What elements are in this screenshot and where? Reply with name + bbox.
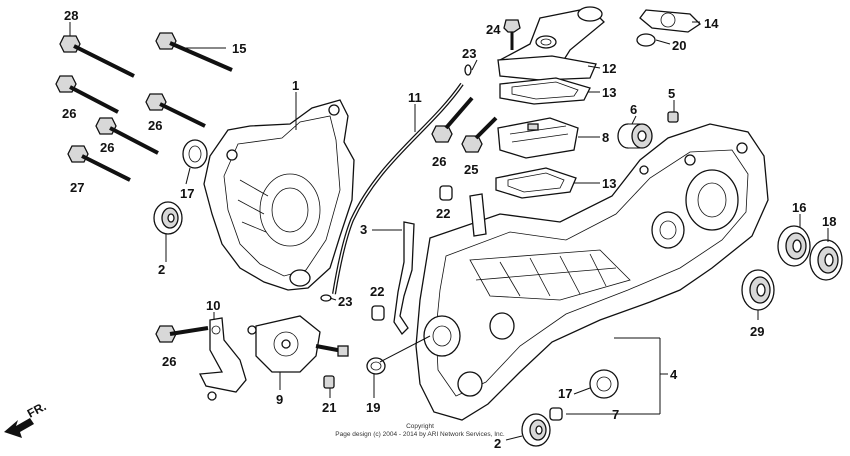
callout-10: 10 (206, 298, 220, 313)
callout-28: 28 (64, 8, 78, 23)
clip-23-lower[interactable] (320, 294, 332, 302)
callout-15: 15 (232, 41, 246, 56)
front-direction-arrow: FR. (4, 399, 48, 438)
callout-9: 9 (276, 392, 283, 407)
callout-13: 13 (602, 176, 616, 191)
gasket-3[interactable] (393, 221, 415, 336)
oil-pump-9[interactable] (247, 315, 349, 373)
callout-5: 5 (668, 86, 675, 101)
callout-27: 27 (70, 180, 84, 195)
bracket-10[interactable] (198, 317, 247, 401)
front-arrow-icon (4, 418, 34, 438)
copyright-notice: Copyright Page design (c) 2004 - 2014 by… (335, 423, 505, 438)
plug-5[interactable] (667, 111, 679, 123)
callout-23: 23 (462, 46, 476, 61)
callout-18: 18 (822, 214, 836, 229)
bearing-6[interactable] (617, 123, 653, 149)
callout-2: 2 (158, 262, 165, 277)
bearing-18[interactable] (809, 239, 843, 281)
bearing-2-left[interactable] (153, 201, 183, 235)
callout-23: 23 (338, 294, 352, 309)
gasket-14[interactable] (639, 9, 702, 33)
callout-22: 22 (370, 284, 384, 299)
bolt-26-e[interactable] (155, 325, 209, 343)
intake-manifold-12[interactable] (497, 6, 605, 81)
reed-valve-8[interactable] (497, 117, 579, 159)
gasket-13-lower[interactable] (495, 167, 577, 199)
o-ring-20[interactable] (636, 33, 656, 47)
callout-26: 26 (100, 140, 114, 155)
bolt-26-c[interactable] (95, 117, 159, 155)
callout-26: 26 (162, 354, 176, 369)
callout-17: 17 (180, 186, 194, 201)
gasket-13-upper[interactable] (499, 77, 591, 105)
callout-20: 20 (672, 38, 686, 53)
copyright-line-1: Copyright (406, 423, 434, 430)
callout-2: 2 (494, 436, 501, 451)
callout-26: 26 (432, 154, 446, 169)
right-crankcase-half-4[interactable] (415, 123, 769, 421)
callout-labels: 28 15 26 26 26 27 17 2 1 11 23 24 14 20 … (62, 8, 836, 451)
callout-14: 14 (704, 16, 719, 31)
bearing-2-right[interactable] (521, 413, 551, 447)
dowel-22-lower[interactable] (371, 305, 385, 321)
bolt-26-b[interactable] (145, 93, 206, 128)
callout-6: 6 (630, 102, 637, 117)
callout-13: 13 (602, 85, 616, 100)
bearing-16[interactable] (777, 225, 811, 267)
bolt-27[interactable] (67, 145, 131, 182)
dowel-22-upper[interactable] (439, 185, 453, 201)
callout-16: 16 (792, 200, 806, 215)
bolt-25[interactable] (461, 116, 498, 153)
callout-4: 4 (670, 367, 678, 382)
dowel-7[interactable] (549, 407, 563, 421)
callout-19: 19 (366, 400, 380, 415)
bolt-26-d[interactable] (431, 96, 474, 143)
callout-11: 11 (408, 90, 422, 105)
callout-17: 17 (558, 386, 572, 401)
callout-1: 1 (292, 78, 299, 93)
clip-23-upper[interactable] (464, 64, 472, 76)
bearing-29[interactable] (741, 269, 775, 311)
callout-22: 22 (436, 206, 450, 221)
bolt-28[interactable] (59, 35, 135, 78)
oil-seal-17-left[interactable] (182, 139, 208, 169)
callout-26: 26 (148, 118, 162, 133)
callout-24: 24 (486, 22, 501, 37)
plug-21[interactable] (323, 375, 335, 389)
callout-21: 21 (322, 400, 336, 415)
callout-3: 3 (360, 222, 367, 237)
bolt-24[interactable] (503, 19, 521, 50)
left-crankcase-half-1[interactable] (203, 99, 355, 291)
callout-25: 25 (464, 162, 478, 177)
callout-26: 26 (62, 106, 76, 121)
breather-hose-11[interactable] (332, 82, 464, 295)
front-arrow-label: FR. (25, 399, 49, 420)
callout-8: 8 (602, 130, 609, 145)
callout-7: 7 (612, 407, 619, 422)
callout-12: 12 (602, 61, 616, 76)
bolt-15[interactable] (155, 32, 233, 72)
leader-lines (69, 21, 829, 441)
copyright-line-2: Page design (c) 2004 - 2014 by ARI Netwo… (335, 431, 505, 438)
bolt-26-a[interactable] (55, 75, 119, 114)
callout-29: 29 (750, 324, 764, 339)
oil-seal-17-right[interactable] (589, 369, 619, 399)
